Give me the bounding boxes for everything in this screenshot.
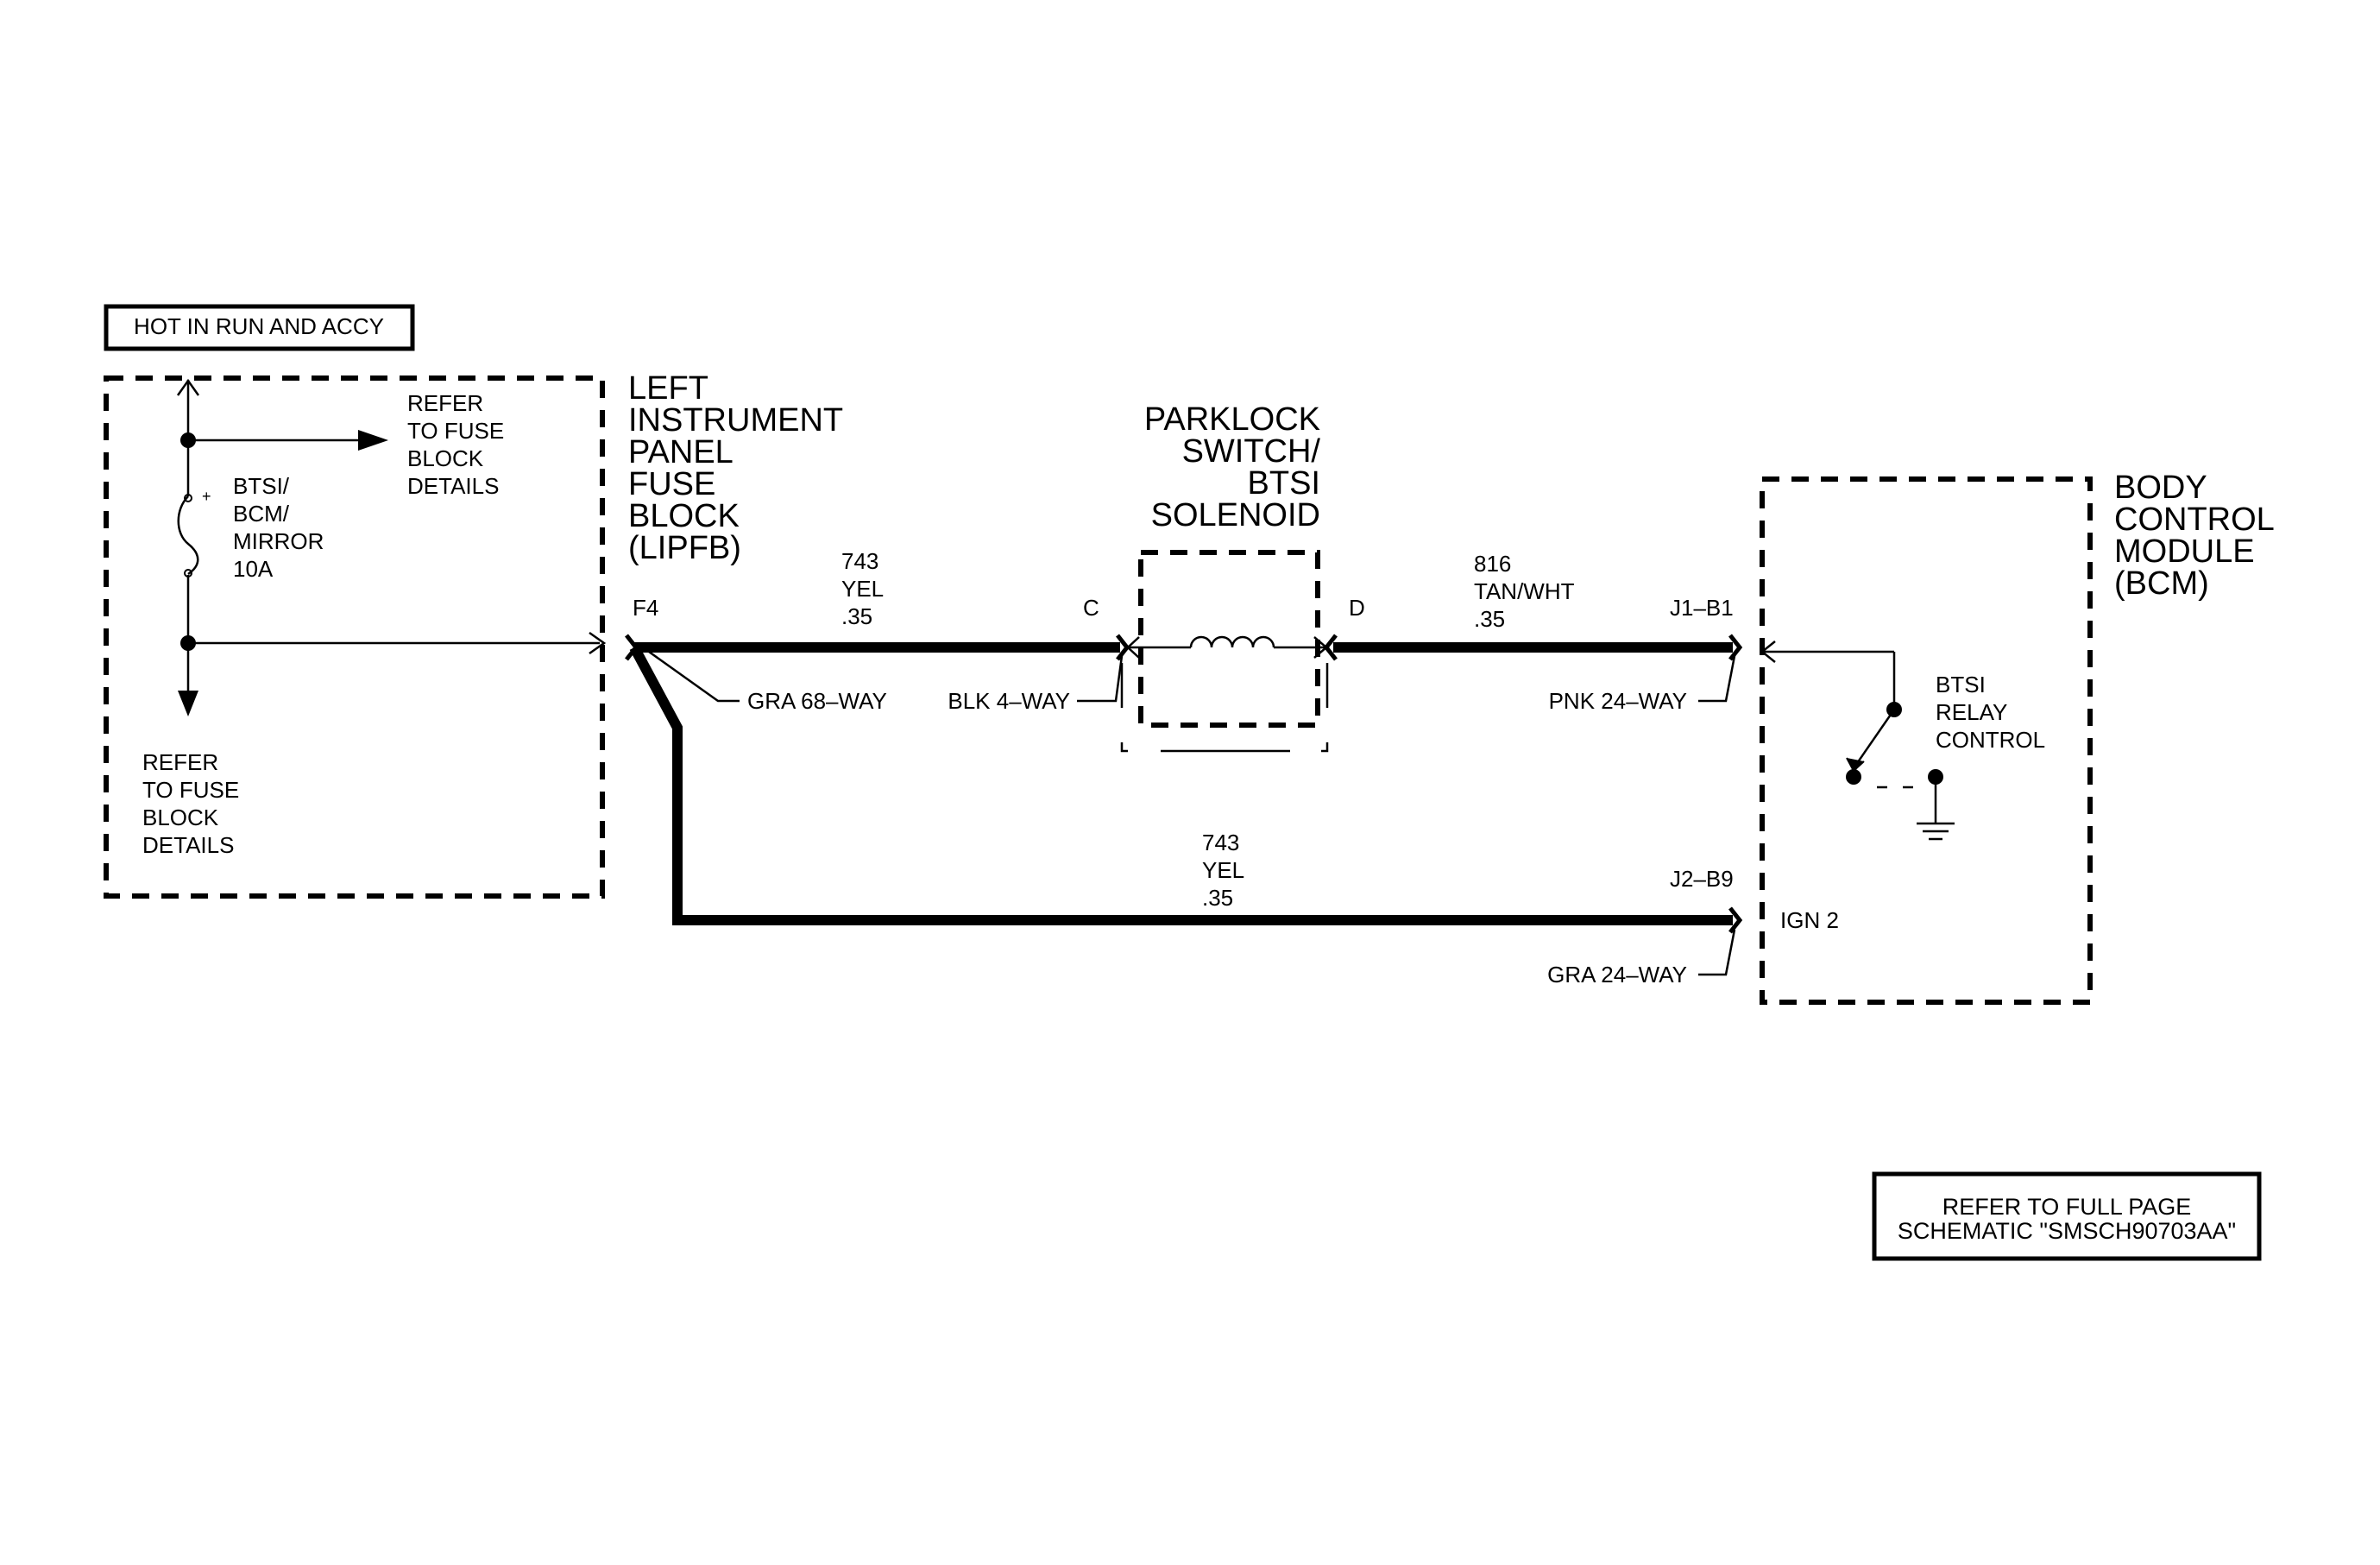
- lipfb-title-1: LEFT: [628, 370, 708, 407]
- refer-top-4: DETAILS: [407, 473, 499, 499]
- conn-pnk24: PNK 24–WAY: [1549, 688, 1687, 714]
- parklock-title-1: PARKLOCK: [1144, 401, 1320, 438]
- wire1-color: YEL: [841, 576, 884, 602]
- bcm-title-4: (BCM): [2114, 565, 2209, 602]
- terminal-d: D: [1349, 595, 1365, 621]
- refer-arrow-bottom-icon: [178, 691, 198, 716]
- fuse-plus: +: [202, 488, 211, 505]
- fuse-block-dashed-box: [104, 375, 605, 899]
- relay-arrow-icon: [1846, 757, 1865, 773]
- terminal-j1b1: J1–B1: [1670, 595, 1734, 621]
- solenoid-bracket: [1120, 742, 1329, 753]
- relay-label-1: BTSI: [1936, 672, 1986, 697]
- wire3-color: YEL: [1202, 857, 1244, 883]
- wire1-circuit: 743: [841, 548, 878, 574]
- wire2-circuit: 816: [1474, 551, 1511, 577]
- conn-blk4: BLK 4–WAY: [948, 688, 1070, 714]
- bcm-title-2: CONTROL: [2114, 502, 2275, 538]
- fuse-name-3: MIRROR: [233, 528, 324, 554]
- wire3-circuit: 743: [1202, 830, 1239, 855]
- wire2-color: TAN/WHT: [1474, 578, 1575, 604]
- conn-gra24: GRA 24–WAY: [1547, 962, 1687, 988]
- refer-bottom-2: TO FUSE: [142, 777, 239, 803]
- refer-bottom-3: BLOCK: [142, 805, 219, 830]
- refer-bottom-4: DETAILS: [142, 832, 234, 858]
- refer-full-box: [1872, 1171, 2262, 1261]
- connector-f4-icon: [625, 634, 639, 661]
- fuse-icon: [177, 495, 199, 576]
- connector-j1b1-icon: [1728, 634, 1743, 661]
- solenoid-dashed-box: [1138, 550, 1320, 728]
- terminal-j2b9: J2–B9: [1670, 866, 1734, 892]
- wires: [629, 642, 1733, 925]
- wire2-gauge: .35: [1474, 606, 1505, 632]
- lipfb-title-5: BLOCK: [628, 498, 740, 534]
- ign2-label: IGN 2: [1780, 907, 1839, 933]
- solenoid-coil-icon: [1120, 635, 1329, 708]
- hot-in-run-box: [104, 304, 415, 351]
- bcm-title-3: MODULE: [2114, 533, 2255, 570]
- refer-bottom-1: REFER: [142, 749, 218, 775]
- relay-label-2: RELAY: [1936, 699, 2007, 725]
- bcm-dashed-box: [1760, 476, 2093, 1005]
- lipfb-title-3: PANEL: [628, 434, 734, 470]
- refer-top-2: TO FUSE: [407, 418, 504, 444]
- fuse-name-1: BTSI/: [233, 473, 290, 499]
- refer-full-1: REFER TO FULL PAGE: [1942, 1194, 2192, 1220]
- lipfb-title-4: FUSE: [628, 466, 715, 502]
- lipfb-title-6: (LIPFB): [628, 530, 741, 566]
- fuse-name-4: 10A: [233, 556, 274, 582]
- wire-743-bottom: [629, 645, 1733, 925]
- refer-full-2: SCHEMATIC "SMSCH90703AA": [1898, 1218, 2236, 1244]
- lipfb-title-2: INSTRUMENT: [628, 402, 843, 439]
- conn-gra68: GRA 68–WAY: [747, 688, 887, 714]
- hot-in-run-label: HOT IN RUN AND ACCY: [134, 313, 384, 339]
- parklock-title-2: SWITCH/: [1182, 433, 1321, 470]
- terminal-f4: F4: [633, 595, 658, 621]
- parklock-title-4: SOLENOID: [1151, 497, 1320, 533]
- relay-label-3: CONTROL: [1936, 727, 2045, 753]
- wire1-gauge: .35: [841, 603, 872, 629]
- bcm-relay-circuit: [1760, 641, 1955, 841]
- connector-symbols: [625, 634, 1743, 934]
- refer-top-1: REFER: [407, 390, 483, 416]
- terminal-c: C: [1083, 595, 1099, 621]
- connector-leaders: [648, 650, 1736, 976]
- fuse-circuit: [176, 378, 607, 716]
- fuse-name-2: BCM/: [233, 501, 290, 527]
- refer-arrow-top-icon: [358, 430, 388, 451]
- wire3-gauge: .35: [1202, 885, 1233, 911]
- parklock-title-3: BTSI: [1248, 465, 1320, 502]
- refer-top-3: BLOCK: [407, 445, 484, 471]
- bcm-title-1: BODY: [2114, 470, 2207, 506]
- connector-j2b9-icon: [1728, 906, 1743, 934]
